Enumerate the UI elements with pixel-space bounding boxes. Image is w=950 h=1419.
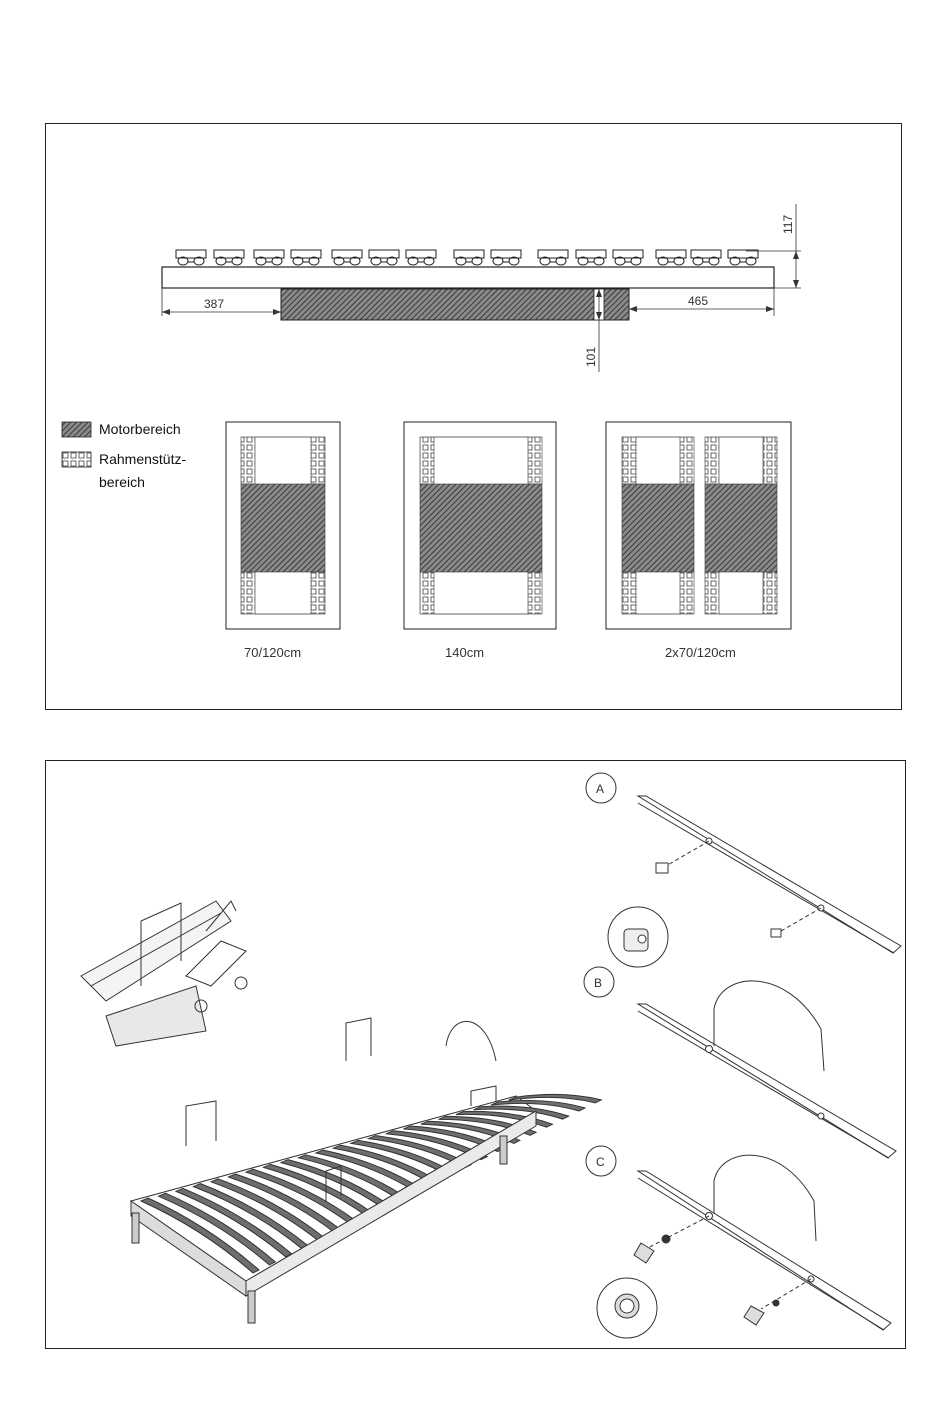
motor-housing	[281, 289, 629, 320]
frame-support-swatch	[62, 452, 91, 467]
step-a-rail-illustration	[608, 796, 901, 967]
frame-support-zone	[680, 572, 694, 614]
frame-support-zone	[622, 572, 636, 614]
motor-zone	[241, 484, 325, 572]
assembly-panel: A B C	[45, 760, 906, 1349]
slat-cap	[214, 250, 244, 265]
frame-support-zone	[705, 437, 719, 484]
slat-cap	[176, 250, 206, 265]
dim-label-465: 465	[688, 294, 708, 308]
dim-label-101: 101	[584, 347, 598, 367]
slat-cap	[613, 250, 643, 265]
frame-support-zone	[420, 437, 434, 484]
slat-cap	[332, 250, 362, 265]
slat-cap	[291, 250, 321, 265]
slatted-base-illustration	[131, 1018, 601, 1323]
frame-support-zone	[311, 572, 325, 614]
slat-cap	[691, 250, 721, 265]
frame-support-zone	[420, 572, 434, 614]
layout-2	[404, 422, 556, 629]
frame-support-zone	[241, 437, 255, 484]
slat-cap	[254, 250, 284, 265]
frame-support-zone	[705, 572, 719, 614]
frame-support-zone	[528, 437, 542, 484]
step-c-rail-illustration	[597, 1155, 891, 1338]
step-b-rail-illustration	[638, 981, 896, 1158]
layout-diagrams	[226, 422, 791, 629]
side-view-drawing: 387 465 117 101	[46, 124, 903, 711]
legend-frame-label-line1: Rahmenstütz-	[99, 451, 186, 468]
frame-support-zone	[680, 437, 694, 484]
corner-detail-illustration	[81, 901, 247, 1046]
frame-rail	[162, 267, 774, 288]
step-c-label: C	[596, 1155, 605, 1169]
frame-support-zone	[528, 572, 542, 614]
frame-support-zone	[241, 572, 255, 614]
slat-caps	[176, 250, 758, 265]
dim-label-117: 117	[781, 215, 795, 234]
layout-1	[226, 422, 340, 629]
dimension-diagram-panel: 387 465 117 101 Motorbereich Rahmenstütz…	[45, 123, 902, 710]
layout-caption-2: 140cm	[445, 645, 484, 660]
layout-caption-3: 2x70/120cm	[665, 645, 736, 660]
motor-zone	[705, 484, 777, 572]
motor-zone	[622, 484, 694, 572]
slat-cap	[728, 250, 758, 265]
legend-motor-label: Motorbereich	[99, 421, 181, 438]
slat-cap	[656, 250, 686, 265]
frame-support-zone	[763, 572, 777, 614]
frame-support-zone	[622, 437, 636, 484]
frame-support-zone	[311, 437, 325, 484]
step-a-label: A	[596, 782, 604, 796]
slat-cap	[454, 250, 484, 265]
frame-support-zone	[763, 437, 777, 484]
assembly-drawing: A B C	[46, 761, 907, 1350]
legend-frame-label-line2: bereich	[99, 474, 145, 491]
slat-cap	[369, 250, 399, 265]
dim-label-387: 387	[204, 297, 224, 311]
motor-zone	[420, 484, 542, 572]
step-b-label: B	[594, 976, 602, 990]
slat-cap	[406, 250, 436, 265]
slat-cap	[538, 250, 568, 265]
motor-area-swatch	[62, 422, 91, 437]
slat-cap	[576, 250, 606, 265]
slat-cap	[491, 250, 521, 265]
layout-caption-1: 70/120cm	[244, 645, 301, 660]
layout-3	[606, 422, 791, 629]
